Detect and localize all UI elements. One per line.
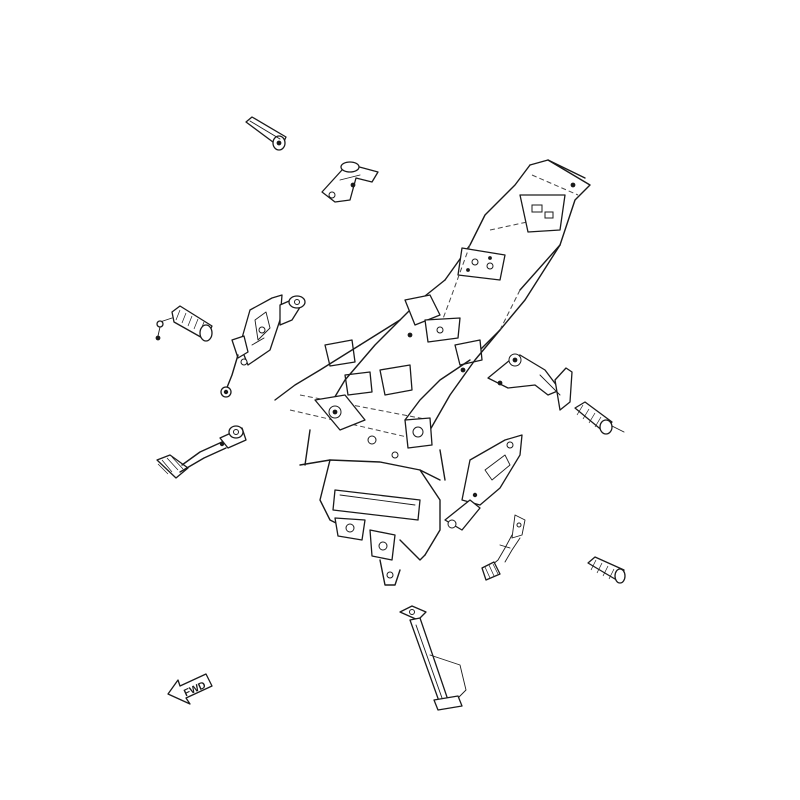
brake-pedal bbox=[481, 514, 526, 581]
passenger-footrest-bracket-left bbox=[321, 161, 379, 203]
rider-footpeg-left bbox=[155, 305, 213, 342]
rider-footpeg-right bbox=[574, 401, 625, 435]
fwd-direction-arrow: FWD bbox=[167, 673, 213, 705]
passenger-footpeg-right bbox=[587, 556, 626, 584]
main-frame bbox=[274, 159, 591, 586]
rider-footrest-bracket-left bbox=[220, 294, 306, 398]
rider-footrest-bracket-right bbox=[487, 353, 573, 411]
shift-pedal bbox=[156, 425, 247, 479]
passenger-footrest-bracket-right bbox=[444, 434, 523, 531]
side-stand bbox=[399, 605, 467, 711]
passenger-footpeg-left bbox=[245, 116, 287, 151]
